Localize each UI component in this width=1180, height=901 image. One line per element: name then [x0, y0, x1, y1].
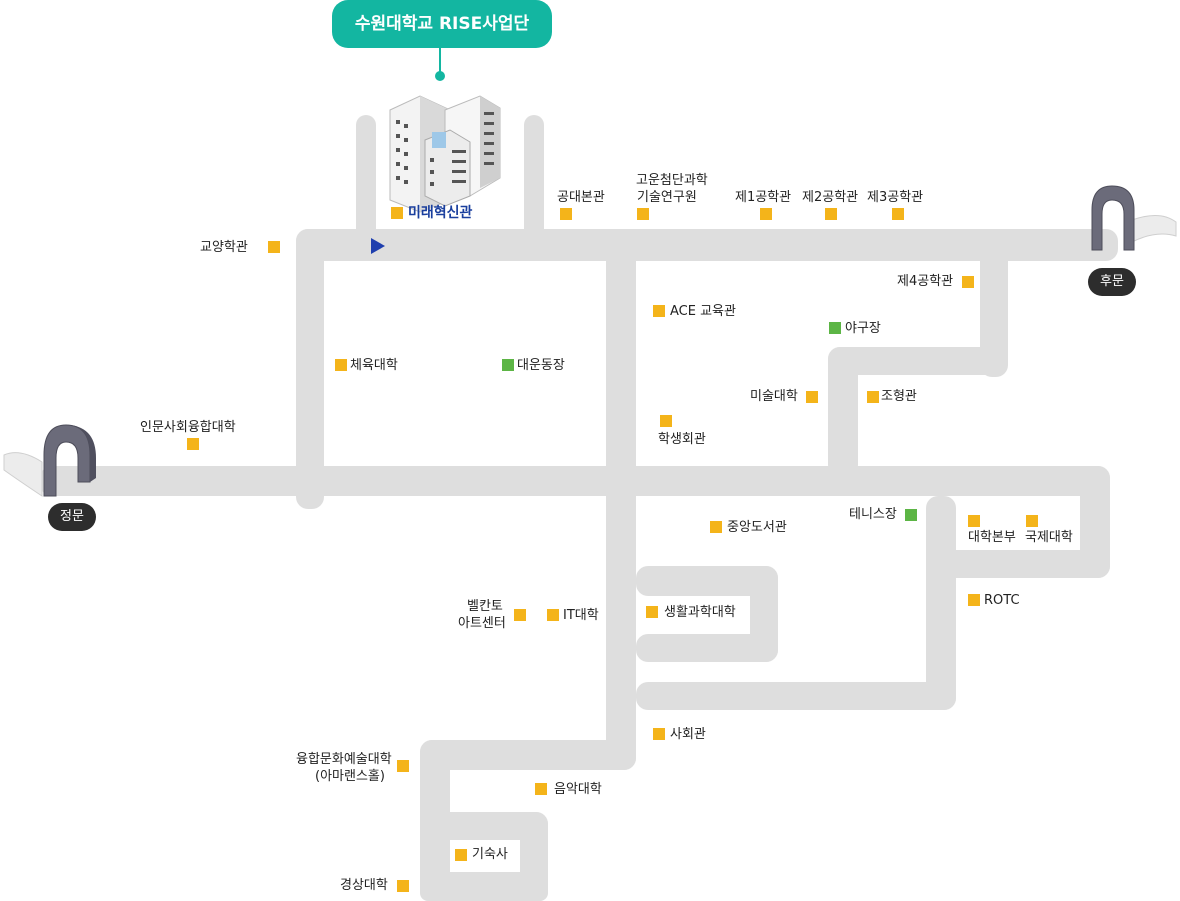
mirae-marker [391, 207, 403, 219]
gyoyang-marker [268, 241, 280, 253]
front-gate-label[interactable]: 정문 [48, 503, 96, 531]
direction-arrow-icon [371, 238, 385, 254]
eng1-marker [760, 208, 772, 220]
intl-marker [1026, 515, 1038, 527]
culture-label-line1[interactable]: 융합문화예술대학 [296, 752, 392, 767]
business-marker [397, 880, 409, 892]
eng4-label[interactable]: 제4공학관 [897, 274, 954, 289]
title-connector-dot [435, 71, 445, 81]
eng4-marker [962, 276, 974, 288]
tennis-marker [905, 509, 917, 521]
student-marker [660, 415, 672, 427]
goun-marker [637, 208, 649, 220]
eng1-label[interactable]: 제1공학관 [735, 190, 792, 205]
student-label[interactable]: 학생회관 [658, 432, 706, 447]
eng2-marker [825, 208, 837, 220]
life-label[interactable]: 생활과학대학 [664, 605, 736, 620]
music-marker [535, 783, 547, 795]
rotc-label[interactable]: ROTC [984, 593, 1020, 608]
belcanto-label-line2[interactable]: 아트센터 [458, 616, 506, 631]
title-connector [439, 48, 441, 74]
mirae-building-icon [389, 95, 501, 213]
business-label[interactable]: 경상대학 [340, 878, 388, 893]
ace-marker [653, 305, 665, 317]
sports-marker [335, 359, 347, 371]
tennis-label[interactable]: 테니스장 [849, 507, 897, 522]
it-label[interactable]: IT대학 [563, 608, 599, 623]
front-gate-arch-icon [3, 424, 96, 497]
goun-label-line1[interactable]: 고운첨단과학 [636, 173, 708, 188]
culture-marker [397, 760, 409, 772]
culture-label-line2[interactable]: (아마랜스홀) [315, 769, 385, 784]
hq-label[interactable]: 대학본부 [968, 530, 1016, 545]
dorm-marker [455, 849, 467, 861]
title-bubble: 수원대학교 RISE사업단 [332, 0, 552, 48]
library-marker [710, 521, 722, 533]
gongdae-marker [560, 208, 572, 220]
humanities-label[interactable]: 인문사회융합대학 [140, 420, 236, 435]
gongdae-label[interactable]: 공대본관 [557, 190, 605, 205]
library-label[interactable]: 중앙도서관 [727, 520, 787, 535]
eng2-label[interactable]: 제2공학관 [802, 190, 859, 205]
rotc-marker [968, 594, 980, 606]
eng3-label[interactable]: 제3공학관 [867, 190, 924, 205]
hq-marker [968, 515, 980, 527]
social-label[interactable]: 사회관 [670, 727, 706, 742]
field-label[interactable]: 대운동장 [517, 358, 565, 373]
back-gate-label[interactable]: 후문 [1088, 268, 1136, 296]
mirae-label[interactable]: 미래혁신관 [408, 205, 473, 221]
music-label[interactable]: 음악대학 [554, 782, 602, 797]
baseball-marker [829, 322, 841, 334]
art-label[interactable]: 미술대학 [750, 389, 798, 404]
humanities-marker [187, 438, 199, 450]
social-marker [653, 728, 665, 740]
belcanto-label-line1[interactable]: 벨칸토 [467, 599, 503, 614]
sports-label[interactable]: 체육대학 [350, 358, 398, 373]
baseball-label[interactable]: 야구장 [845, 321, 881, 336]
belcanto-marker [514, 609, 526, 621]
goun-label-line2[interactable]: 기술연구원 [637, 190, 697, 205]
johyung-label[interactable]: 조형관 [881, 389, 917, 404]
eng3-marker [892, 208, 904, 220]
ace-label[interactable]: ACE 교육관 [670, 304, 736, 319]
field-marker [502, 359, 514, 371]
it-marker [547, 609, 559, 621]
life-marker [646, 606, 658, 618]
johyung-marker [867, 391, 879, 403]
dorm-label[interactable]: 기숙사 [472, 847, 508, 862]
gyoyang-label[interactable]: 교양학관 [200, 240, 248, 255]
intl-label[interactable]: 국제대학 [1025, 530, 1073, 545]
back-gate-arch-icon [1091, 185, 1177, 251]
art-marker [806, 391, 818, 403]
